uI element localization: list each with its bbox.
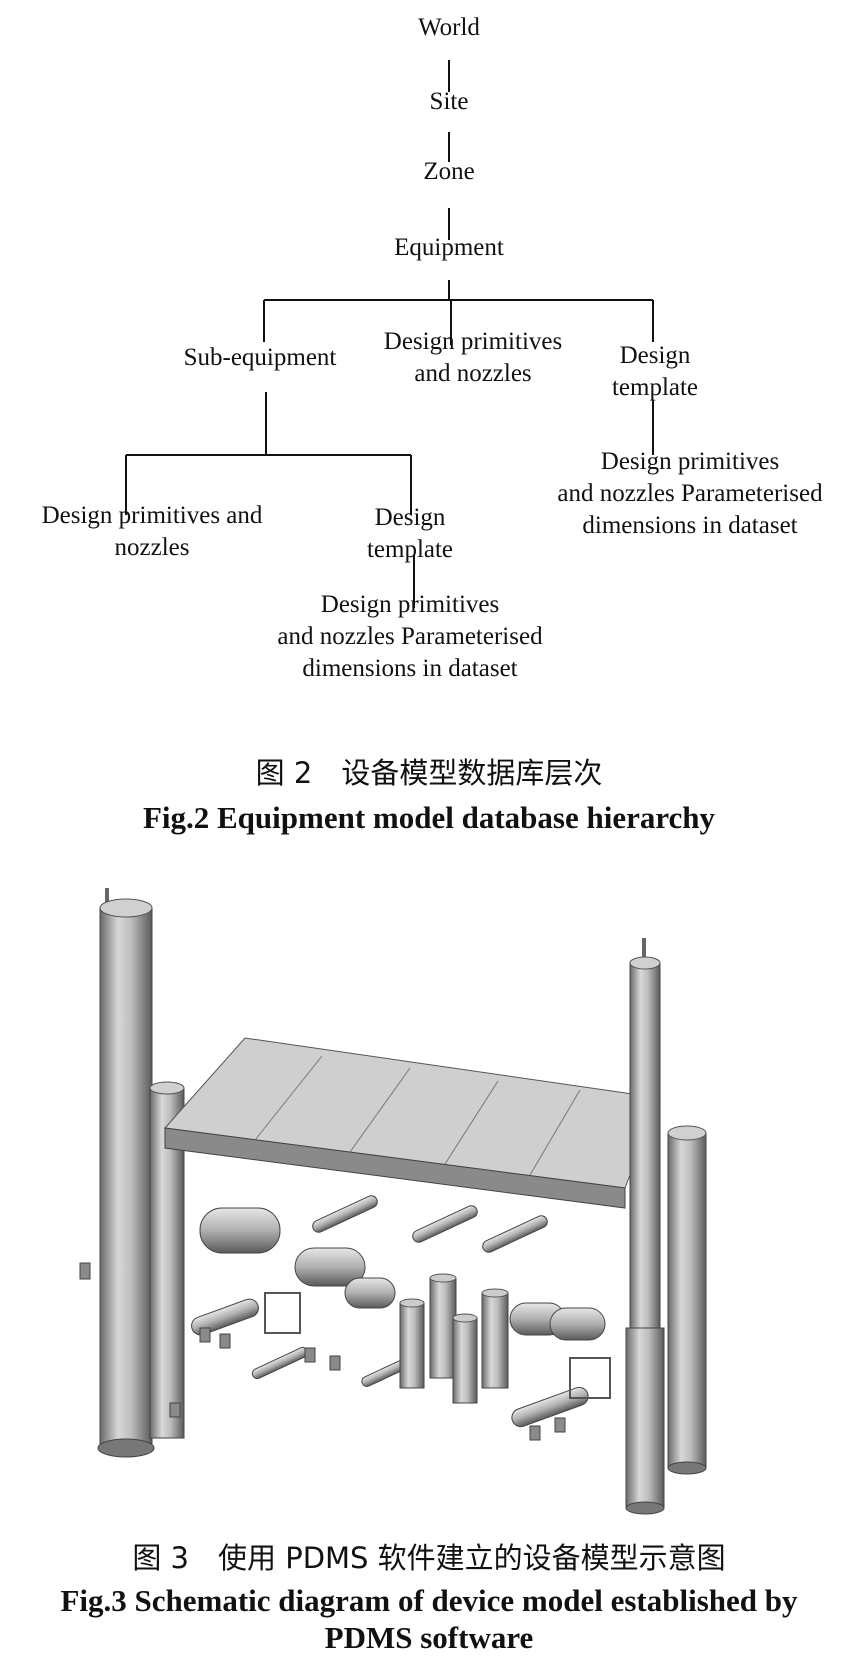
node-right-leaf: Design primitives and nozzles Parameteri… bbox=[530, 446, 850, 542]
figure2-caption-cn: 图 2 设备模型数据库层次 bbox=[255, 756, 603, 790]
node-line: and nozzles bbox=[414, 360, 532, 387]
figure3-caption-en-line1: Fig.3 Schematic diagram of device model … bbox=[60, 1583, 798, 1618]
node-sub-equipment: Sub-equipment bbox=[183, 344, 337, 371]
pdms-equipment-model-illustration bbox=[79, 888, 707, 1515]
column-right-2 bbox=[667, 1125, 707, 1475]
node-zone: Zone bbox=[423, 158, 475, 185]
figure3-caption-en-line2: PDMS software bbox=[324, 1620, 534, 1655]
node-mid-leaf: Design primitives and nozzles Parameteri… bbox=[250, 589, 570, 685]
node-line: template bbox=[366, 536, 454, 563]
tall-column-right bbox=[625, 938, 665, 1515]
figure2-caption-en: Fig.2 Equipment model database hierarchy bbox=[142, 800, 716, 835]
node-line: Design primitives bbox=[383, 328, 563, 355]
node-design-primitives-nozzles-left: Design primitives and nozzles bbox=[22, 500, 282, 564]
node-line: nozzles bbox=[114, 534, 190, 561]
node-line: and nozzles Parameterised bbox=[557, 480, 823, 507]
node-design-primitives-nozzles-mid: Design primitives and nozzles bbox=[362, 326, 584, 390]
node-line: dimensions in dataset bbox=[302, 655, 518, 682]
node-design-template-right: Design template bbox=[590, 340, 720, 404]
steel-frames bbox=[264, 1292, 611, 1399]
horizontal-vessels bbox=[191, 1195, 606, 1428]
pipe-rack-platform bbox=[163, 1037, 661, 1209]
tall-column-left bbox=[97, 888, 155, 1458]
node-world: World bbox=[418, 14, 480, 41]
node-line: Design bbox=[619, 342, 691, 369]
node-design-template-mid: Design template bbox=[345, 502, 475, 566]
figure3-caption-cn: 图 3 使用 PDMS 软件建立的设备模型示意图 bbox=[132, 1541, 726, 1575]
vertical-drums bbox=[399, 1273, 509, 1404]
support-blocks bbox=[79, 1262, 566, 1441]
node-site: Site bbox=[429, 88, 469, 115]
node-line: Design primitives and bbox=[41, 502, 263, 529]
node-line: template bbox=[611, 374, 699, 401]
node-line: Design primitives bbox=[320, 591, 500, 618]
node-line: Design primitives bbox=[600, 448, 780, 475]
node-line: and nozzles Parameterised bbox=[277, 623, 543, 650]
hierarchy-connectors bbox=[125, 60, 654, 608]
node-line: dimensions in dataset bbox=[582, 512, 798, 539]
node-line: Design bbox=[374, 504, 446, 531]
node-equipment: Equipment bbox=[394, 234, 504, 261]
